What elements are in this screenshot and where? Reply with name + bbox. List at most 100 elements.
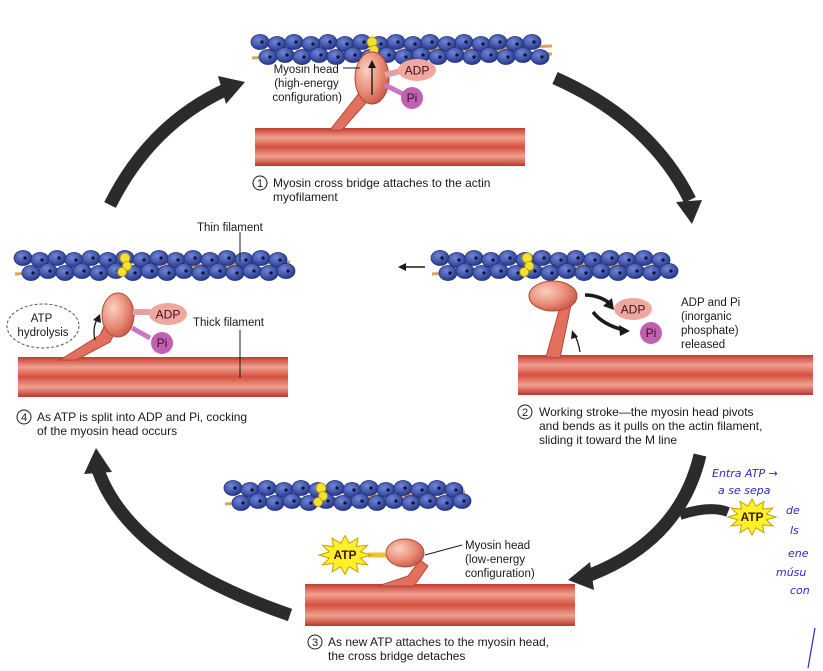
binding-site-dot bbox=[269, 271, 273, 275]
actin-bead bbox=[464, 250, 484, 266]
svg-text:músu: músu bbox=[776, 566, 806, 579]
binding-site-dot bbox=[286, 269, 290, 273]
binding-site-dot bbox=[352, 488, 356, 492]
svg-text:ADP: ADP bbox=[621, 303, 646, 317]
actin-bead bbox=[438, 265, 458, 281]
actin-bead bbox=[642, 265, 662, 281]
actin-bead bbox=[81, 250, 101, 266]
actin-bead bbox=[574, 265, 594, 281]
hydrolysis-bubble bbox=[6, 303, 80, 349]
actin-bead bbox=[530, 49, 550, 65]
actin-bead bbox=[217, 250, 237, 266]
binding-site-dot bbox=[462, 499, 466, 503]
actin-bead bbox=[489, 263, 509, 279]
thin-filament bbox=[430, 250, 679, 281]
actin-bead bbox=[259, 265, 279, 281]
binding-site-dot bbox=[635, 269, 639, 273]
actin-bead bbox=[532, 250, 552, 266]
step-number-badge bbox=[517, 404, 533, 420]
actin-bead bbox=[248, 493, 268, 509]
actin-bead bbox=[625, 263, 645, 279]
actin-bead bbox=[276, 263, 296, 279]
binding-site-dot bbox=[335, 486, 339, 490]
binding-site-dot bbox=[176, 258, 180, 262]
actin-bead bbox=[659, 263, 679, 279]
actin-bead bbox=[157, 265, 177, 281]
svg-text:Pi: Pi bbox=[407, 91, 418, 105]
binding-site-dot bbox=[618, 271, 622, 275]
svg-text:2: 2 bbox=[522, 407, 528, 419]
binding-site-dot bbox=[491, 258, 495, 262]
binding-site-dot bbox=[499, 269, 503, 273]
binding-site-dot bbox=[532, 40, 536, 44]
pi-chip bbox=[151, 332, 173, 354]
slide-direction-arrow bbox=[398, 263, 425, 271]
binding-site-dot bbox=[386, 488, 390, 492]
panel-step-4: Thin filament Thick filament ATP hydroly… bbox=[6, 222, 296, 438]
actin-bead bbox=[393, 480, 413, 496]
actin-bead bbox=[430, 250, 450, 266]
binding-site-dot bbox=[540, 55, 544, 59]
actin-bead bbox=[258, 49, 278, 65]
binding-site-dot bbox=[430, 40, 434, 44]
binding-site-dot bbox=[277, 42, 281, 46]
actin-bead bbox=[496, 49, 516, 65]
step-number-badge bbox=[307, 634, 323, 650]
adp-chip bbox=[149, 303, 187, 325]
svg-text:ls: ls bbox=[790, 524, 799, 537]
binding-site-dot bbox=[319, 53, 323, 57]
actin-bead bbox=[225, 265, 245, 281]
step-caption: Working stroke—the myosin head pivots an… bbox=[539, 405, 766, 447]
thick-filament bbox=[518, 355, 813, 395]
actin-bead bbox=[55, 265, 75, 281]
binding-site-dot bbox=[464, 40, 468, 44]
step-caption: Myosin cross bridge attaches to the acti… bbox=[273, 176, 494, 204]
step-caption: As ATP is split into ADP and Pi, cocking… bbox=[37, 410, 250, 438]
binding-site-dot bbox=[627, 258, 631, 262]
binding-site-dot bbox=[601, 269, 605, 273]
actin-bead bbox=[454, 34, 474, 50]
actin-bead bbox=[600, 250, 620, 266]
svg-text:de: de bbox=[786, 504, 800, 517]
binding-site-dot bbox=[133, 271, 137, 275]
actin-bead bbox=[223, 480, 243, 496]
actin-bead bbox=[513, 47, 533, 63]
troponin bbox=[519, 267, 530, 277]
binding-site-dot bbox=[550, 271, 554, 275]
binding-site-dot bbox=[420, 488, 424, 492]
binding-site-dot bbox=[284, 488, 288, 492]
handwritten-notes: Entra ATP → a se sepa de ls ene músu con bbox=[712, 467, 816, 669]
binding-site-dot bbox=[142, 258, 146, 262]
thin-filament bbox=[13, 250, 296, 281]
binding-site-dot bbox=[292, 499, 296, 503]
binding-site-dot bbox=[252, 269, 256, 273]
panel-step-2: ADP Pi ADP and Pi (inorganic phosphate) … bbox=[430, 250, 813, 447]
binding-site-dot bbox=[326, 499, 330, 503]
binding-site-dot bbox=[440, 256, 444, 260]
binding-site-dot bbox=[379, 42, 383, 46]
binding-site-dot bbox=[413, 42, 417, 46]
actin-bead bbox=[231, 495, 251, 511]
svg-text:ADP: ADP bbox=[156, 308, 181, 322]
binding-site-dot bbox=[455, 53, 459, 57]
actin-bead bbox=[309, 47, 329, 63]
binding-site-dot bbox=[345, 42, 349, 46]
binding-site-dot bbox=[258, 499, 262, 503]
atp-star bbox=[317, 534, 373, 576]
svg-text:ATP: ATP bbox=[333, 548, 356, 562]
actin-bead bbox=[72, 263, 92, 279]
cycle-arrow-bottom-left bbox=[84, 448, 293, 622]
binding-site-dot bbox=[201, 271, 205, 275]
binding-site-dot bbox=[275, 501, 279, 505]
actin-bead bbox=[251, 250, 271, 266]
myosin-head bbox=[101, 292, 135, 338]
panel-step-1: Myosin head (high-energy configuration) … bbox=[250, 34, 553, 204]
binding-site-dot bbox=[394, 499, 398, 503]
troponin bbox=[313, 497, 323, 507]
binding-site-dot bbox=[65, 271, 69, 275]
binding-site-dot bbox=[421, 53, 425, 57]
actin-bead bbox=[452, 493, 472, 509]
actin-bead bbox=[445, 47, 465, 63]
binding-site-dot bbox=[278, 258, 282, 262]
